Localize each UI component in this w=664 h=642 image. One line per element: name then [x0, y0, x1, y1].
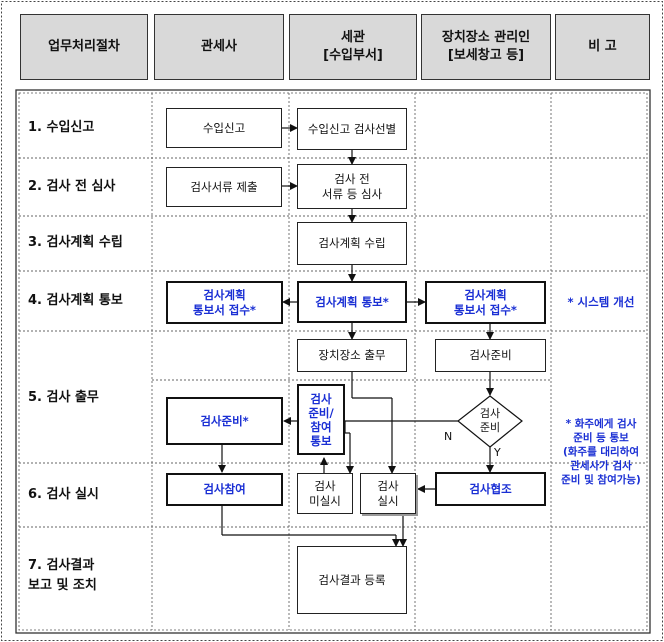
step-3-label: 3. 검사계획 수립	[28, 235, 123, 250]
not-inspected-box: 검사 미실시	[297, 473, 353, 514]
step-6-label: 6. 검사 실시	[28, 487, 99, 502]
submit-documents-box: 검사서류 제출	[166, 167, 282, 207]
system-improvement-note: * 시스템 개선	[567, 295, 635, 309]
header-customs: 세관 [수입부서]	[289, 14, 417, 80]
header-procedure: 업무처리절차	[20, 14, 148, 80]
step-5-label: 5. 검사 출무	[28, 390, 99, 405]
header-warehouse: 장치장소 관리인 [보세창고 등]	[421, 14, 551, 80]
plan-receipt-warehouse-box: 검사계획 통보서 접수*	[425, 281, 546, 324]
site-dispatch-box: 장치장소 출무	[297, 339, 407, 372]
inspection-selection-box: 수입신고 검사선별	[297, 108, 407, 150]
cooperation-box: 검사협조	[435, 472, 546, 506]
plan-notice-box: 검사계획 통보*	[297, 281, 407, 323]
step-7-label: 7. 검사결과 보고 및 조치	[28, 558, 97, 593]
inspected-box: 검사 실시	[360, 473, 416, 514]
prep-notice-box: 검사 준비/ 참여 통보	[297, 384, 345, 455]
warehouse-prep-box: 검사준비	[435, 339, 546, 372]
decision-text: 검사 준비	[479, 407, 501, 434]
plan-setup-box: 검사계획 수립	[297, 222, 407, 265]
step-4-label: 4. 검사계획 통보	[28, 293, 123, 308]
result-registration-box: 검사결과 등록	[297, 546, 407, 614]
step-1-label: 1. 수입신고	[28, 120, 95, 135]
decision-diamond	[457, 395, 523, 448]
plan-receipt-broker-box: 검사계획 통보서 접수*	[166, 281, 283, 324]
branch-yes-label: Y	[494, 446, 501, 459]
broker-prep-box: 검사준비*	[166, 397, 283, 445]
pre-review-box: 검사 전 서류 등 심사	[297, 164, 407, 209]
step-2-label: 2. 검사 전 심사	[28, 179, 116, 194]
notice-remark: * 화주에게 검사 준비 등 통보 (화주를 대리하여 관세사가 검사 준비 및…	[561, 418, 641, 486]
broker-attend-box: 검사참여	[166, 473, 283, 506]
header-broker: 관세사	[154, 14, 284, 80]
branch-no-label: N	[444, 430, 453, 443]
import-declaration-box: 수입신고	[166, 108, 282, 148]
header-remarks: 비 고	[555, 14, 650, 80]
